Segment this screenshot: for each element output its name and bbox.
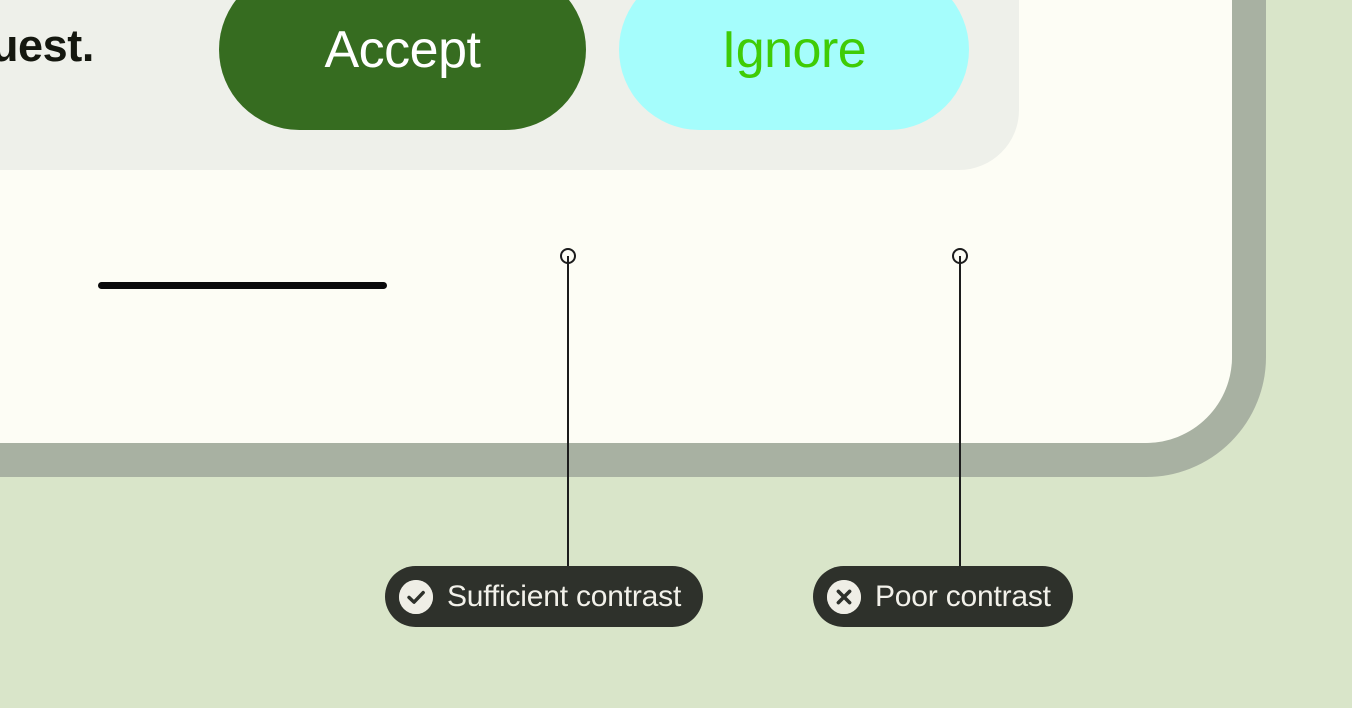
check-circle-icon [399,579,433,614]
leader-line-accept [567,256,569,568]
device-surface: a request. Accept Ignore [0,0,1019,289]
leader-node-ignore [952,248,968,264]
callout-sufficient-contrast: Sufficient contrast [385,566,704,627]
callout-sufficient-label: Sufficient contrast [447,579,682,613]
callout-poor-label: Poor contrast [875,579,1051,613]
ignore-button[interactable]: Ignore [619,0,969,130]
accept-button[interactable]: Accept [219,0,586,130]
leader-node-accept [560,248,576,264]
request-row-text: a request. [0,20,94,71]
x-circle-icon [827,579,861,614]
device-frame: a request. Accept Ignore [0,0,1266,477]
leader-line-ignore [959,256,961,568]
content-rule-bar [98,282,387,289]
callout-poor-contrast: Poor contrast [813,566,1073,627]
